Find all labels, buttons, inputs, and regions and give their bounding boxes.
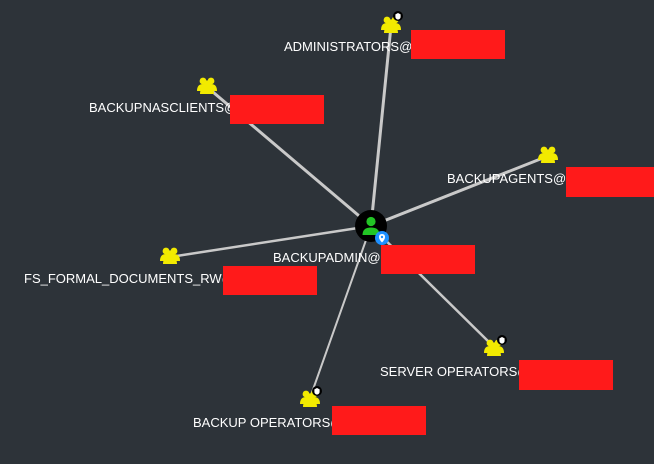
node-fs-formal-documents-rw[interactable]: FS_FORMAL_DOCUMENTS_RW@ [24, 247, 317, 295]
node-label: ADMINISTRATORS@ [284, 39, 412, 54]
node-label: BACKUPADMIN@ [273, 250, 381, 265]
group-icon [160, 247, 180, 264]
node-label: BACKUPAGENTS@ [447, 171, 566, 186]
tier-zero-badge-icon [497, 335, 507, 345]
node-backupagents[interactable]: BACKUPAGENTS@ [447, 146, 654, 197]
node-label: BACKUP OPERATORS@ [193, 415, 343, 430]
node-server-operators[interactable]: SERVER OPERATORS@ [380, 335, 613, 390]
node-backup-operators[interactable]: BACKUP OPERATORS@ [193, 386, 426, 435]
redaction-box [566, 167, 654, 197]
tier-zero-badge-icon [393, 11, 403, 21]
group-icon [538, 146, 558, 163]
node-label: FS_FORMAL_DOCUMENTS_RW@ [24, 271, 235, 286]
location-pin-icon [375, 231, 389, 245]
node-backupadmin[interactable]: BACKUPADMIN@ [273, 210, 475, 274]
redaction-box [332, 406, 426, 435]
edge-server-operators[interactable] [369, 224, 496, 349]
node-backupnasclients[interactable]: BACKUPNASCLIENTS@ [89, 77, 324, 124]
node-administrators[interactable]: ADMINISTRATORS@ [284, 11, 505, 59]
redaction-box [381, 245, 475, 274]
edge-fs-formal-documents-rw[interactable] [168, 224, 373, 259]
node-label: SERVER OPERATORS@ [380, 364, 530, 379]
redaction-box [230, 95, 324, 124]
edge-backup-operators[interactable] [309, 225, 372, 399]
tier-zero-badge-icon [312, 386, 322, 396]
node-label: BACKUPNASCLIENTS@ [89, 100, 237, 115]
redaction-box [519, 360, 613, 390]
redaction-box [223, 266, 317, 295]
edge-administrators[interactable] [369, 24, 393, 228]
redaction-box [411, 30, 505, 59]
group-icon [381, 16, 401, 33]
group-icon [197, 77, 217, 94]
edge-backupagents[interactable] [369, 154, 550, 228]
